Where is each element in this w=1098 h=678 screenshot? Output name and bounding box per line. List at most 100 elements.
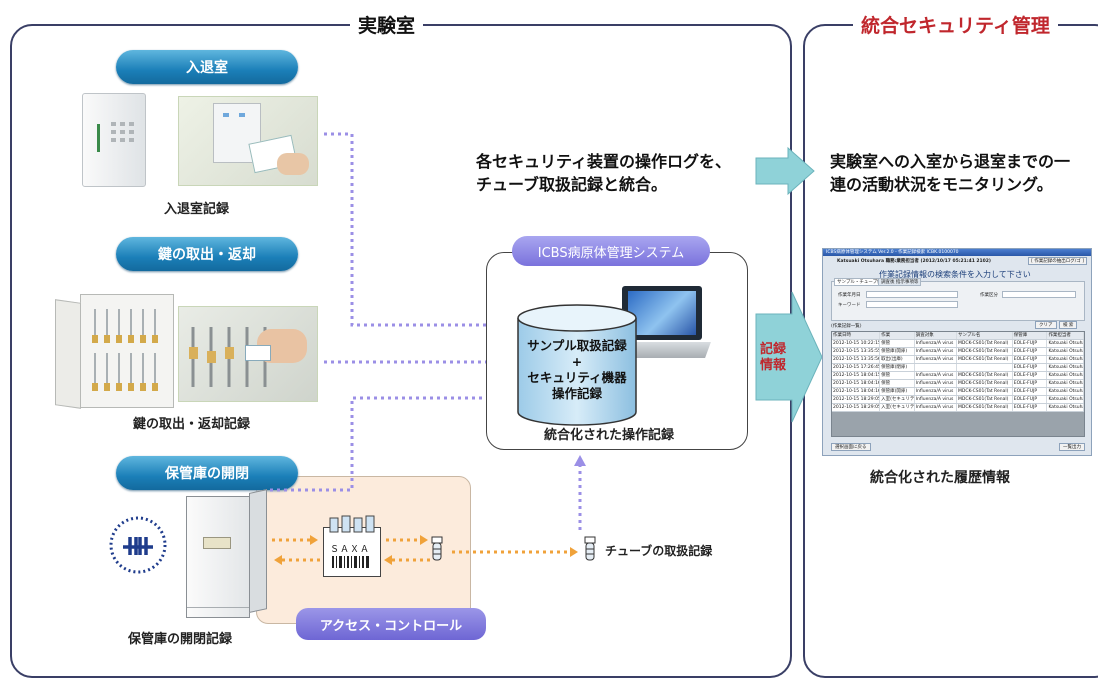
screen-table-cell: 保管 [880,380,915,387]
db-line-2: セキュリティ機器 [527,370,627,385]
screen-table-column-header: 作業日時 [832,332,881,339]
screen-table-cell: 保管 [880,340,915,347]
screen-bottom-left-button[interactable]: 選択画面に戻る [831,443,871,451]
screen-search-button[interactable]: 検 索 [1059,321,1078,329]
db-plus: + [571,354,583,369]
screen-table-cell: EOLE-FUJP [1013,372,1048,379]
icbs-caption: 統合化された操作記録 [544,428,675,443]
icbs-title-pill: ICBS病原体管理システム [512,236,710,266]
screen-bottom-right-button[interactable]: 一覧出力 [1059,443,1085,451]
screen-table-cell: Influenza/A virus [915,404,958,411]
screen-table-cell: EOLE-FUJP [1013,380,1048,387]
keys-caption: 鍵の取出・返却記録 [133,417,251,432]
message-right-line-2: 連の活動状況をモニタリング。 [830,175,1053,194]
key-cabinet [55,294,174,409]
screen-table-cell: Katsuaki Otsuhara [1048,396,1084,403]
tube-record-icon [584,536,596,561]
history-caption: 統合化された履歴情報 [870,470,1010,486]
message-right-line-1: 実験室への入室から退室までの一 [830,152,1071,171]
db-line-1: サンプル取扱記録 [527,338,627,353]
message-left-line-2: チューブ取扱記録と統合。 [476,175,668,194]
screen-top-button: [ 作業記録の抽出ログ/ゴ ] [1028,257,1087,265]
arrow-right-upper-icon [755,146,815,196]
screen-input-1[interactable] [866,291,958,298]
screen-table-cell: Katsuaki Otsuhara [1048,404,1084,411]
security-panel-title: 統合セキュリティ管理 [853,11,1058,38]
screen-table-cell: Influenza/A virus [915,348,958,355]
screen-table-header: 作業日時作業調査対象サンプル名保管庫作業担当者 [832,332,1084,340]
entry-photo [178,96,318,186]
lab-panel-title: 実験室 [350,11,424,38]
database-icon [517,304,637,426]
screen-table-cell [915,364,958,371]
screen-table-cell: MDCK-CS01(Tat Renal) [957,348,1013,355]
screen-table-column-header: 調査対象 [915,332,958,339]
icbs-title: ICBS病原体管理システム [537,245,685,261]
screen-clear-button[interactable]: クリア [1035,321,1057,329]
screen-table-cell: 2012-10-15 18:29:05 [833,396,881,403]
screen-table-cell: Katsuaki Otsuhara [1048,340,1084,347]
screen-table-cell: EOLE-FUJP [1013,396,1048,403]
message-right: 実験室への入室から退室までの一 連の活動状況をモニタリング。 [830,150,1070,196]
screen-table-cell: 2012-10-15 18:29:05 [833,404,881,411]
message-left: 各セキュリティ装置の操作ログを、 チューブ取扱記録と統合。 [476,150,731,196]
screen-table-cell: MDCK-CS01(Tat Renal) [957,380,1013,387]
screen-table-cell [957,364,1013,371]
entry-pill: 入退室 [116,50,298,84]
screen-table-cell: MDCK-CS01(Tat Renal) [957,340,1013,347]
screen-table-cell: 入室(セキュリティ) [881,404,915,411]
screen-list-label: (作業記録一覧) [831,324,862,329]
screen-table-cell: MDCK-CS01(Tat Renal) [957,396,1013,403]
screen-table-cell: 保管 [880,372,915,379]
screen-table-cell: 2012-10-15 18:04:16 [833,388,881,395]
screen-user-line: Katsuaki Otsuhara 職務:業務担当者 (2012/10/17 0… [837,259,991,264]
keypad-label: ＳＡＸＡ [330,545,371,555]
screen-table-cell: Katsuaki Otsuhara [1048,364,1084,371]
screen-input-3[interactable] [1002,291,1076,298]
screen-field-3: 作業区分 [980,293,998,298]
tube-icon [431,536,443,561]
screen-table-cell: Influenza/A virus [915,396,958,403]
screen-table-row[interactable]: 2012-10-15 18:29:05入室(セキュリティ)Influenza/A… [832,404,1084,412]
screen-table-cell: MDCK-CS01(Tat Renal) [957,388,1013,395]
storage-pill: 保管庫の開閉 [116,456,298,490]
message-left-line-1: 各セキュリティ装置の操作ログを、 [476,152,732,171]
screen-table-cell: MDCK-CS01(Tat Renal) [957,404,1013,411]
screen-table-column-header: サンプル名 [957,332,1013,339]
keys-photo [178,306,318,402]
screen-table-cell: Influenza/A virus [915,340,958,347]
screen-table-cell: Influenza/A virus [915,372,958,379]
record-info-line-1: 記録 [760,342,787,357]
screen-table-cell: Katsuaki Otsuhara [1048,388,1084,395]
screen-table-cell: EOLE-FUJP [1013,404,1048,411]
screen-table-cell: Katsuaki Otsuhara [1048,348,1084,355]
screen-input-2[interactable] [866,301,958,308]
screen-table-cell: Katsuaki Otsuhara [1048,356,1084,363]
screen-tab-2[interactable]: 調査後 指示事項等 [878,278,922,286]
entry-caption: 入退室記録 [164,202,230,217]
screen-table-cell: 2012-10-15 17:26:45 [833,364,881,371]
screen-table-cell: Katsuaki Otsuhara [1048,372,1084,379]
screen-table-cell: EOLE-FUJP [1013,348,1048,355]
screen-table-cell: Katsuaki Otsuhara [1048,380,1084,387]
screen-table-cell: Influenza/A virus [915,356,958,363]
tube-record-label: チューブの取扱記録 [605,544,713,558]
access-control-pill: アクセス・コントロール [296,608,486,640]
screen-table-column-header: 作業 [880,332,915,339]
screen-table-cell: 入室(セキュリティ) [881,396,915,403]
storage-freezer [186,489,267,618]
screen-table-column-header: 作業担当者 [1047,332,1084,339]
screen-table-cell: 2012-10-15 18:04:15 [833,372,881,379]
screen-table-row[interactable]: 2012-10-15 18:29:05入室(セキュリティ)Influenza/A… [832,396,1084,404]
keys-pill: 鍵の取出・返却 [116,237,298,271]
screen-table-cell: EOLE-FUJP [1013,388,1048,395]
screen-heading: 作業記録情報の検索条件を入力して下さい [879,270,1031,279]
arrow-right-lower-icon [755,291,823,423]
